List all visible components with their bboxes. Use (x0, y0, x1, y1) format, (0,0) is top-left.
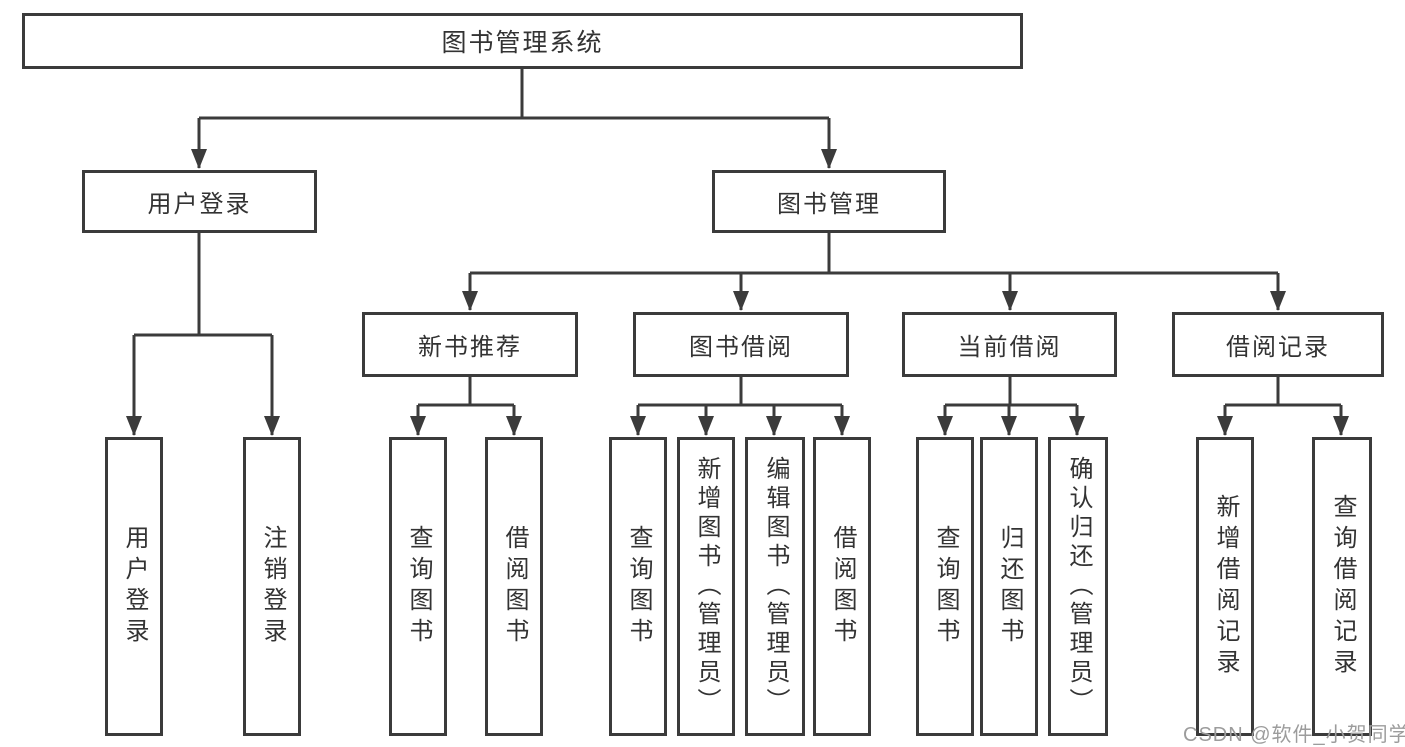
node-label: 查询图书 (405, 524, 432, 649)
leaf-user-login: 用户登录 (105, 437, 163, 736)
node-label: 查询图书 (625, 524, 652, 649)
node-label: 图书管理系统 (441, 29, 604, 57)
node-new-book-recommend: 新书推荐 (362, 312, 578, 377)
node-label: 用户登录 (121, 524, 148, 649)
node-book-borrow: 图书借阅 (633, 312, 849, 377)
node-label: 查询借阅记录 (1329, 493, 1356, 680)
leaf-borrow-book-recommend: 借阅图书 (485, 437, 543, 736)
node-book-management: 图书管理 (712, 170, 946, 233)
node-label: 借阅记录 (1226, 334, 1330, 361)
node-label: 图书管理 (777, 191, 881, 218)
node-label: 借阅图书 (829, 524, 856, 649)
node-label: 归还图书 (996, 524, 1023, 649)
leaf-borrow-book: 借阅图书 (813, 437, 871, 736)
node-label: 查询图书 (932, 524, 959, 649)
leaf-add-book-admin: 新增图书（管理员） (677, 437, 735, 736)
leaf-logout: 注销登录 (243, 437, 301, 736)
node-label: 确认归还（管理员） (1065, 456, 1092, 717)
leaf-return-book: 归还图书 (980, 437, 1038, 736)
leaf-edit-book-admin: 编辑图书（管理员） (745, 437, 805, 736)
node-label: 借阅图书 (501, 524, 528, 649)
csdn-watermark: CSDN @软件_小贺同学 (1183, 724, 1405, 746)
leaf-add-borrow-record: 新增借阅记录 (1196, 437, 1254, 736)
leaf-query-book-current: 查询图书 (916, 437, 974, 736)
node-label: 当前借阅 (957, 334, 1062, 361)
node-label: 图书借阅 (689, 334, 793, 361)
leaf-confirm-return-admin: 确认归还（管理员） (1048, 437, 1108, 736)
leaf-query-book-borrow: 查询图书 (609, 437, 667, 736)
node-borrow-record: 借阅记录 (1172, 312, 1384, 377)
node-library-management-system: 图书管理系统 (22, 13, 1023, 69)
node-label: 新书推荐 (418, 334, 522, 361)
node-user-login: 用户登录 (82, 170, 317, 233)
node-label: 新增借阅记录 (1212, 493, 1239, 680)
node-label: 新增图书（管理员） (693, 456, 720, 717)
node-label: 编辑图书（管理员） (762, 456, 789, 717)
leaf-query-book-recommend: 查询图书 (389, 437, 447, 736)
node-current-borrow: 当前借阅 (902, 312, 1117, 377)
leaf-query-borrow-record: 查询借阅记录 (1312, 437, 1372, 736)
node-label: 注销登录 (259, 524, 286, 649)
node-label: 用户登录 (147, 191, 252, 218)
